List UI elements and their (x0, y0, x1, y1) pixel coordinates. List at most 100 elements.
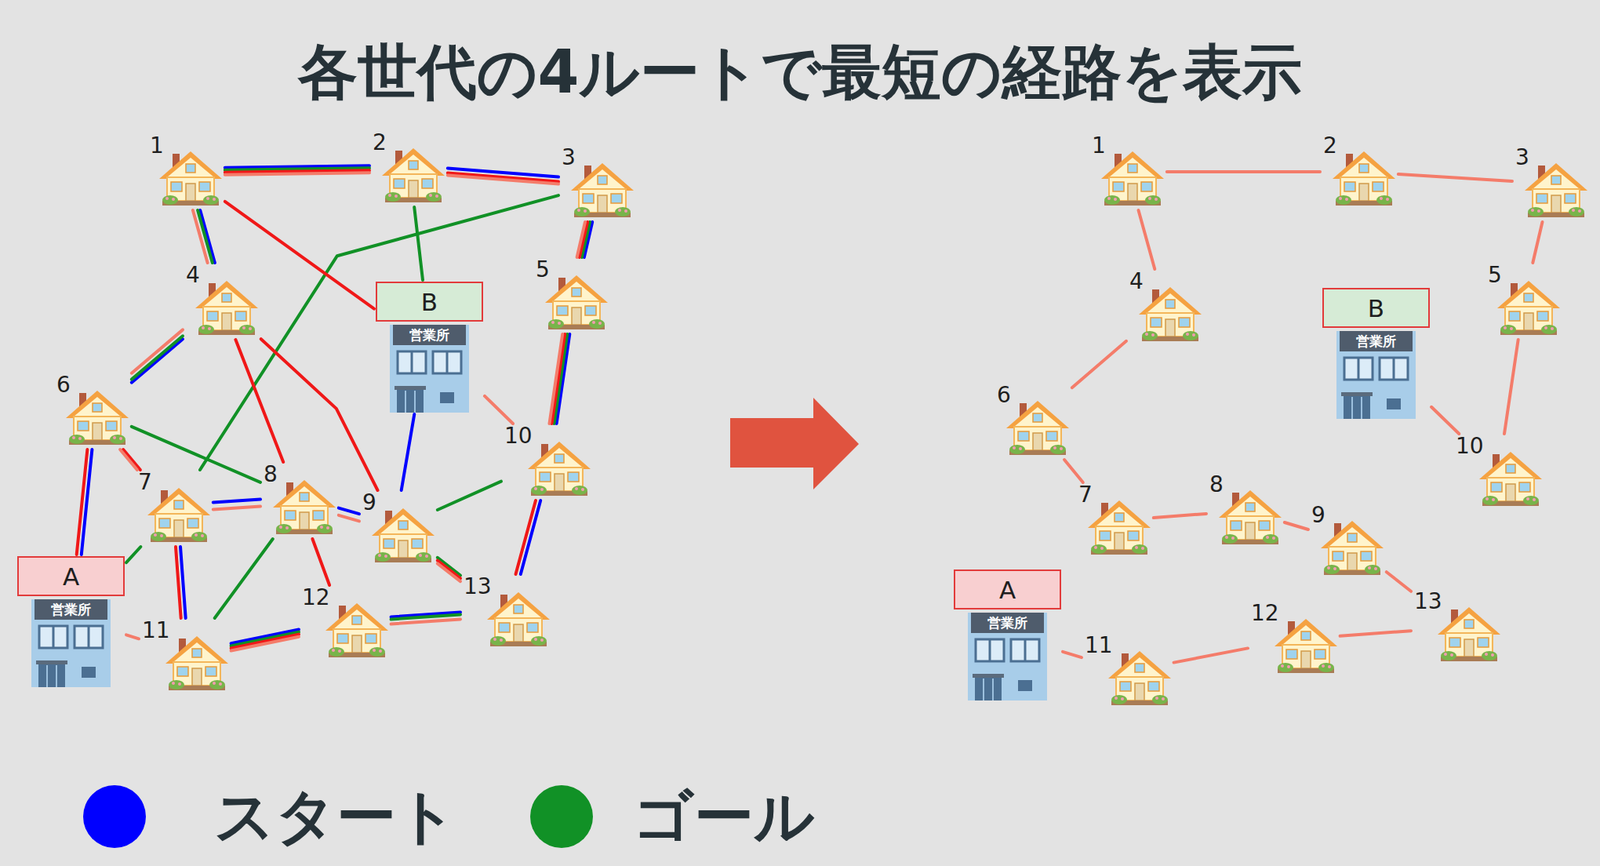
office-building: 営業所 (1336, 330, 1416, 419)
legend-text: ゴール (632, 786, 815, 847)
route-line (1532, 221, 1542, 263)
route-line (391, 619, 461, 625)
house-node: 10 (502, 425, 593, 499)
route-line (76, 449, 88, 555)
house-number: 9 (360, 491, 379, 514)
office-node: B営業所 (375, 281, 484, 413)
house-node: 10 (1454, 435, 1544, 510)
house-number: 11 (140, 619, 172, 642)
route-line (1174, 647, 1248, 662)
house-node: 6 (54, 374, 131, 448)
house-number: 1 (148, 134, 166, 157)
house-number: 2 (370, 131, 389, 154)
house-number: 4 (1127, 270, 1146, 293)
house-number: 5 (534, 258, 552, 281)
house-icon (271, 477, 338, 538)
route-line (231, 634, 299, 649)
route-line (213, 506, 261, 510)
house-node: 9 (1309, 504, 1386, 579)
house-icon (64, 388, 131, 448)
house-number: 3 (560, 146, 578, 169)
house-node: 8 (1207, 473, 1284, 548)
office-building-art (389, 345, 470, 413)
house-icon (145, 485, 212, 546)
house-number: 8 (261, 463, 280, 486)
house-number: 4 (184, 264, 202, 287)
office-building-art (967, 632, 1048, 701)
route-line (131, 329, 183, 373)
route-line (577, 221, 586, 258)
house-number: 1 (1090, 134, 1108, 157)
house-number: 6 (995, 384, 1013, 407)
house-icon (323, 600, 390, 661)
house-node: 6 (995, 384, 1071, 459)
house-icon (1436, 604, 1502, 665)
office-label: B (1322, 287, 1430, 328)
house-number: 3 (1513, 146, 1531, 169)
house-node: 9 (360, 491, 437, 566)
office-building: 営業所 (389, 324, 470, 413)
route-line (516, 500, 537, 575)
house-icon (370, 505, 437, 566)
house-number: 5 (1486, 264, 1504, 287)
route-line (131, 338, 183, 382)
route-line (520, 500, 541, 575)
house-icon (1319, 518, 1386, 579)
house-node: 13 (461, 575, 552, 650)
route-line (1064, 459, 1084, 483)
house-number: 13 (1412, 590, 1444, 613)
house-number: 8 (1207, 473, 1226, 496)
house-icon (1272, 616, 1339, 677)
route-line (1072, 341, 1127, 388)
page-title: 各世代の4ルートで最短の経路を表示 (0, 39, 1600, 106)
office-sign: 営業所 (1339, 330, 1413, 352)
route-line (175, 546, 182, 619)
legend-swatch (83, 785, 146, 848)
house-icon (1523, 160, 1590, 221)
house-icon (380, 145, 447, 206)
house-icon (1106, 648, 1173, 709)
house-node: 12 (1249, 602, 1339, 677)
house-node: 4 (1127, 270, 1204, 345)
house-icon (1137, 284, 1204, 345)
route-line (214, 538, 273, 619)
office-building-art (31, 619, 111, 688)
route-line (261, 338, 379, 491)
route-line (235, 339, 284, 462)
house-number: 2 (1321, 134, 1339, 157)
route-line (200, 210, 215, 263)
house-node: 2 (370, 131, 447, 206)
house-icon (1004, 398, 1071, 459)
house-number: 12 (300, 586, 332, 609)
route-line (225, 172, 370, 175)
house-icon (193, 278, 260, 339)
house-number: 11 (1083, 634, 1115, 657)
house-icon (1086, 498, 1153, 558)
route-line (437, 563, 461, 582)
house-icon (543, 272, 610, 333)
house-node: 12 (300, 586, 390, 661)
office-sign: 営業所 (392, 324, 466, 346)
office-node: A営業所 (17, 556, 125, 688)
route-line (552, 334, 566, 424)
transition-arrow (730, 397, 859, 490)
legend-item: スタート (83, 785, 458, 848)
route-line (126, 546, 141, 563)
route-line (1153, 513, 1207, 518)
route-line (213, 499, 261, 503)
house-icon (569, 160, 636, 221)
house-icon (1330, 149, 1397, 209)
route-line (414, 207, 423, 280)
legend-item: ゴール (530, 785, 815, 848)
route-line (1138, 210, 1156, 270)
office-sign: 営業所 (34, 599, 108, 620)
route-line (437, 481, 502, 510)
route-line (192, 210, 208, 263)
house-icon (526, 439, 593, 499)
route-line (1340, 630, 1411, 637)
house-node: 4 (184, 264, 260, 339)
route-line (549, 334, 564, 424)
